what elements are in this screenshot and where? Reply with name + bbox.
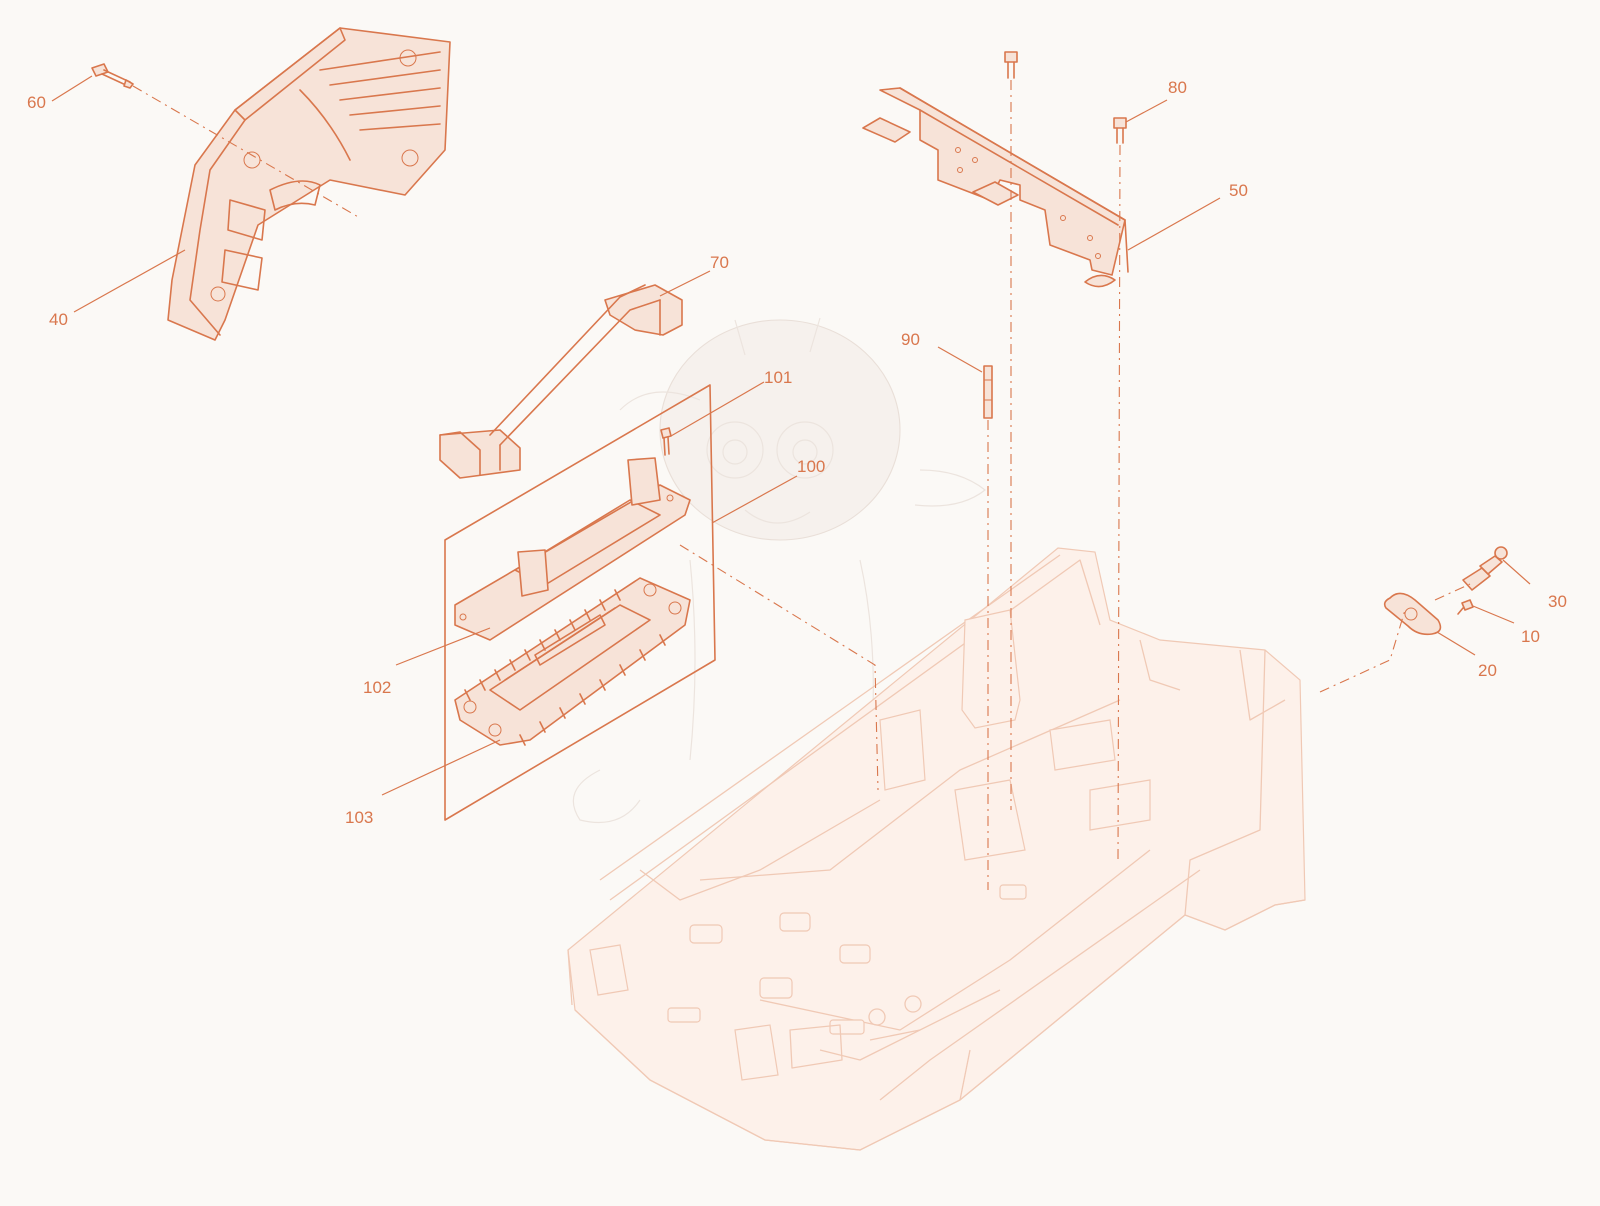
callout-40: 40 <box>49 310 68 329</box>
part-30-fitting <box>1462 546 1508 591</box>
callout-50: 50 <box>1229 181 1248 200</box>
part-20-plate <box>1383 592 1442 636</box>
part-102-tray-plate <box>454 457 691 641</box>
callout-60: 60 <box>27 93 46 112</box>
part-100-group-frame <box>444 384 716 821</box>
part-50-bracket <box>862 87 1129 288</box>
part-90-pin <box>983 365 993 419</box>
callout-90: 90 <box>901 330 920 349</box>
part-80-screw-a <box>1004 51 1018 79</box>
callout-80: 80 <box>1168 78 1187 97</box>
assembly-lines <box>132 80 1471 890</box>
part-103-tray-base <box>454 577 691 746</box>
part-70-handle <box>439 284 683 479</box>
housing-base <box>567 547 1306 1151</box>
callout-70: 70 <box>710 253 729 272</box>
callout-30: 30 <box>1548 592 1567 611</box>
part-80-screw-b <box>1113 117 1127 144</box>
callout-102: 102 <box>363 678 391 697</box>
callout-103: 103 <box>345 808 373 827</box>
part-60-screw <box>91 63 134 89</box>
part-10-screw <box>1457 599 1474 615</box>
callout-101: 101 <box>764 368 792 387</box>
callout-100: 100 <box>797 457 825 476</box>
callout-labels: 60 40 80 50 70 90 101 100 102 103 30 10 … <box>27 78 1567 827</box>
leader-lines <box>51 75 1531 796</box>
part-40-side-cover <box>167 27 451 341</box>
callout-20: 20 <box>1478 661 1497 680</box>
callout-10: 10 <box>1521 627 1540 646</box>
